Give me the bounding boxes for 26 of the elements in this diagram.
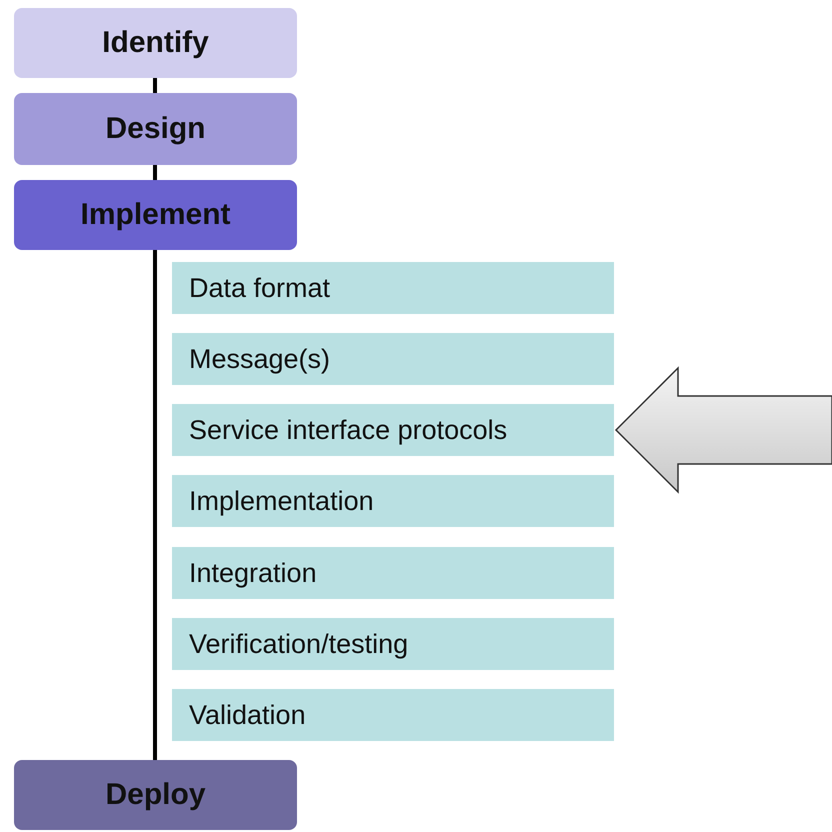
phase-box [14, 760, 297, 830]
step-label: Design [105, 112, 206, 146]
step-box [172, 547, 614, 599]
step-label: Integration [189, 558, 317, 588]
step-box [172, 404, 614, 456]
phase-box [14, 180, 297, 250]
step-label: Deploy [105, 778, 206, 812]
step-label: Service interface protocols [189, 414, 508, 446]
step-label: Identify [102, 26, 209, 60]
step-box [172, 475, 614, 527]
step-box [172, 689, 614, 741]
connector-line [153, 78, 157, 93]
block-arrow [614, 366, 832, 494]
connector-line [153, 250, 157, 760]
phase-box [14, 93, 297, 165]
step-box [172, 333, 614, 385]
step-label: Data format [189, 272, 330, 304]
step-label: Implementation [189, 486, 374, 516]
step-label: Message(s) [189, 344, 330, 374]
connector-line [153, 165, 157, 180]
step-label: Implement [80, 198, 231, 232]
phase-box [14, 8, 297, 78]
step-label: Verification/testing [189, 628, 408, 660]
step-box [172, 618, 614, 670]
step-label: Validation [189, 700, 306, 730]
step-box [172, 262, 614, 314]
